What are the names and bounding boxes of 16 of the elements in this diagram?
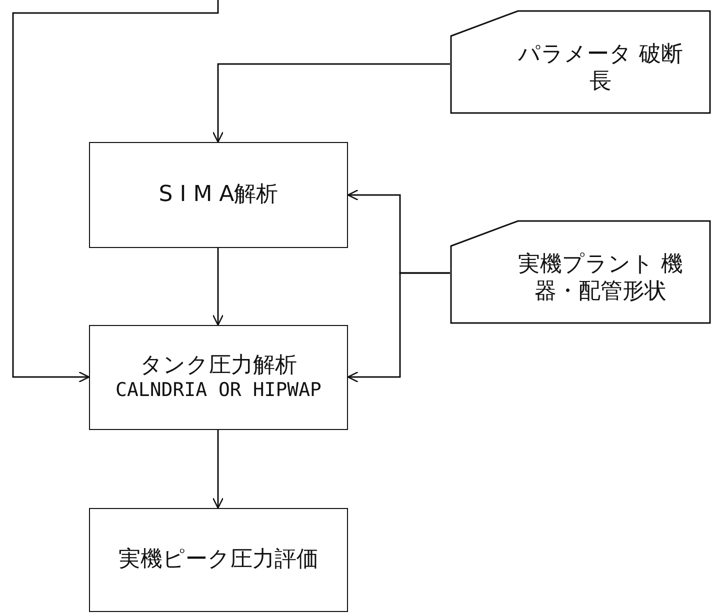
process-box — [89, 142, 348, 248]
node-label: パラメータ 破断長 — [517, 40, 684, 96]
input-card — [450, 10, 711, 114]
node-label: S I M A解析 — [158, 181, 278, 209]
input-card — [450, 220, 711, 324]
arrow — [347, 272, 450, 383]
node-label: 実機ピーク圧力評価 — [118, 546, 318, 574]
node-label: CALNDRIA OR HIPWAP — [116, 379, 322, 404]
arrow — [12, 0, 219, 383]
process-box — [89, 325, 348, 430]
node-label: 実機プラント 機器・配管形状 — [517, 250, 684, 306]
arrow — [212, 63, 450, 143]
process-box — [89, 508, 348, 612]
arrow — [212, 430, 224, 509]
node-label: タンク圧力解析 — [140, 352, 297, 380]
arrow — [212, 248, 224, 326]
